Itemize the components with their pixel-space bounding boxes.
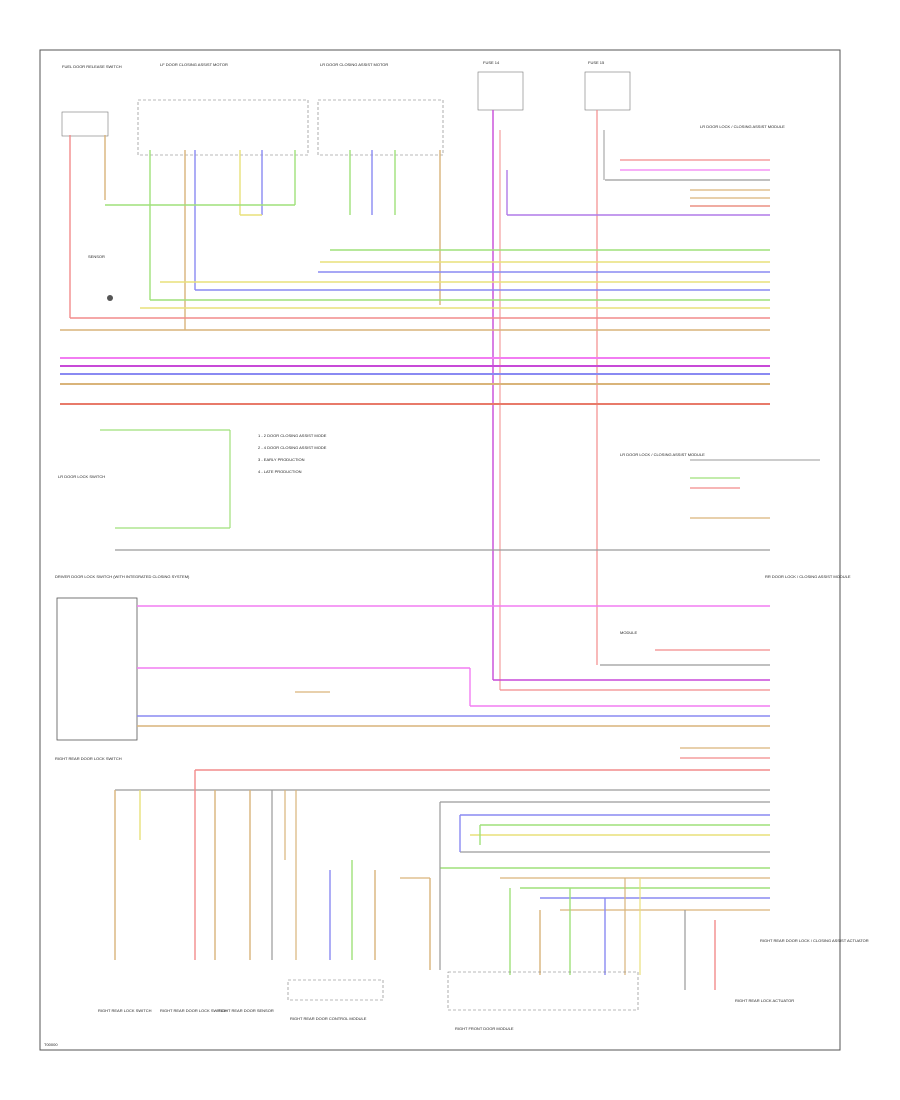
component-lr-door-motor [317, 99, 444, 156]
legend-item-4: 4 - LATE PRODUCTION [258, 469, 302, 474]
label-rr-door-lock-switch: RIGHT REAR DOOR LOCK SWITCH [55, 756, 122, 761]
component-lf-door-motor [137, 99, 309, 156]
legend-item-2: 2 - 4 DOOR CLOSING ASSIST MODE [258, 445, 327, 450]
label-lf-door: LF DOOR CLOSING ASSIST MOTOR [160, 62, 228, 67]
legend-item-1: 1 - 2 DOOR CLOSING ASSIST MODE [258, 433, 327, 438]
sensor-top-icon [107, 295, 113, 301]
label-fuse-15: FUSE 15 [588, 60, 605, 65]
label-lr-door-lock-switch: LR DOOR LOCK SWITCH [58, 474, 105, 479]
legend: 1 - 2 DOOR CLOSING ASSIST MODE 2 - 4 DOO… [258, 433, 327, 474]
component-fuse-15 [584, 71, 631, 111]
component-driver-switch [56, 597, 138, 741]
label-bottom-6: RIGHT REAR LOCK ACTUATOR [735, 998, 794, 1003]
label-bottom-4: RIGHT REAR DOOR CONTROL MODULE [290, 1016, 367, 1021]
label-fuel-door: FUEL DOOR RELEASE SWITCH [62, 64, 122, 69]
middle-section: LR DOOR LOCK SWITCH 1 - 2 DOOR CLOSING A… [58, 429, 851, 579]
label-bottom-5: RIGHT FRONT DOOR MODULE [455, 1026, 514, 1031]
label-module-rt-top: LR DOOR LOCK / CLOSING ASSIST MODULE [700, 124, 785, 129]
footer-code: T00000 [44, 1042, 58, 1047]
component-rr-door-module [287, 979, 384, 1001]
label-bottom-3: RIGHT REAR DOOR SENSOR [218, 1008, 274, 1013]
label-switch-rt-mid: RR DOOR LOCK / CLOSING ASSIST MODULE [765, 574, 851, 579]
diagram-frame [39, 49, 841, 1051]
lower-section: RIGHT REAR LOCK SWITCH RIGHT REAR DOOR L… [98, 747, 869, 1031]
label-module-rt-mid: LR DOOR LOCK / CLOSING ASSIST MODULE [620, 452, 705, 457]
label-bottom-2: RIGHT REAR DOOR LOCK SWITCH [160, 1008, 227, 1013]
component-rf-door-module [447, 971, 639, 1011]
driver-switch-section: DRIVER DOOR LOCK SWITCH (WITH INTEGRATED… [55, 574, 770, 761]
label-module-rt-low: MODULE [620, 630, 637, 635]
label-right-low: RIGHT REAR DOOR LOCK / CLOSING ASSIST AC… [760, 938, 869, 943]
component-fuel-door-switch [61, 111, 109, 137]
legend-item-3: 3 - EARLY PRODUCTION [258, 457, 305, 462]
label-bottom-1: RIGHT REAR LOCK SWITCH [98, 1008, 152, 1013]
main-bus [60, 357, 770, 405]
label-sensor-top: SENSOR [88, 254, 105, 259]
top-section: FUEL DOOR RELEASE SWITCH LF DOOR CLOSING… [60, 60, 785, 690]
component-fuse-14 [477, 71, 524, 111]
label-driver-door-switch: DRIVER DOOR LOCK SWITCH (WITH INTEGRATED… [55, 574, 190, 579]
label-fuse-14: FUSE 14 [483, 60, 500, 65]
label-lr-door: LR DOOR CLOSING ASSIST MOTOR [320, 62, 388, 67]
